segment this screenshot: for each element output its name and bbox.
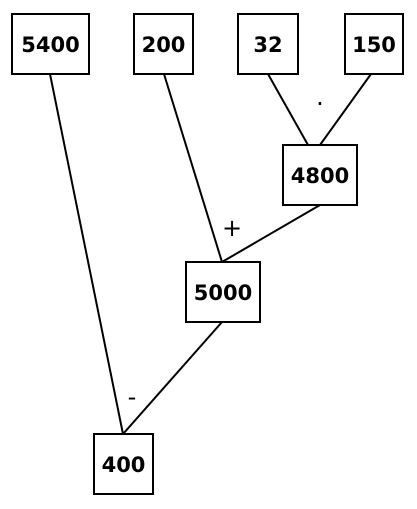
node-5400-value: 5400 <box>21 33 79 57</box>
add-operator: + <box>222 214 242 242</box>
node-400: 400 <box>93 433 154 495</box>
multiply-operator: · <box>316 90 324 118</box>
edge-5400-to-400 <box>49 73 124 435</box>
node-32-value: 32 <box>253 33 282 57</box>
node-5000: 5000 <box>185 261 261 323</box>
edge-4800-to-5000 <box>221 204 321 263</box>
node-32: 32 <box>237 13 299 75</box>
node-4800-value: 4800 <box>291 164 349 188</box>
node-400-value: 400 <box>102 453 146 477</box>
edge-200-to-5000 <box>163 73 223 263</box>
edge-150-to-4800 <box>319 73 372 146</box>
node-4800: 4800 <box>282 144 358 206</box>
edge-5000-to-400 <box>122 321 223 435</box>
node-200: 200 <box>133 13 194 75</box>
node-5000-value: 5000 <box>194 281 252 305</box>
node-200-value: 200 <box>142 33 186 57</box>
node-150-value: 150 <box>352 33 396 57</box>
node-150: 150 <box>344 13 404 75</box>
subtract-operator: - <box>128 383 137 411</box>
edge-32-to-4800 <box>267 73 309 146</box>
node-5400: 5400 <box>11 13 90 75</box>
